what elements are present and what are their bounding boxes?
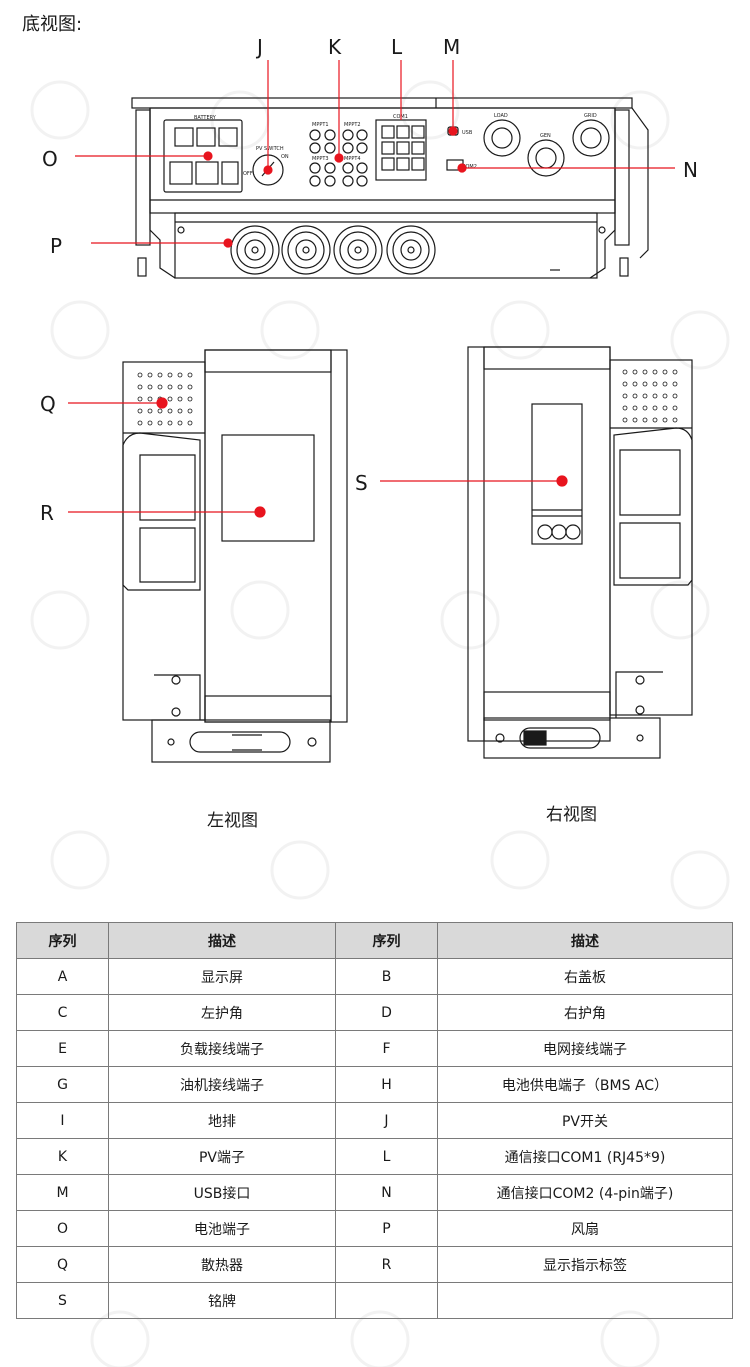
cell-index: S (16, 1282, 109, 1319)
cell-index: Q (16, 1246, 109, 1283)
cell-index: C (16, 994, 109, 1031)
cell-index: E (16, 1030, 109, 1067)
table-header-row: 序列 描述 序列 描述 (16, 922, 733, 959)
pv-switch-label: PV SWITCH (256, 146, 284, 152)
cell-description: 左护角 (108, 994, 336, 1031)
callout-m: M (443, 35, 460, 59)
cell-description: 散热器 (108, 1246, 336, 1283)
table-row: M USB接口 N 通信接口COM2 (4-pin端子) (16, 1174, 733, 1211)
table-row: E 负载接线端子 F 电网接线端子 (16, 1030, 733, 1067)
callout-l: L (391, 35, 403, 59)
component-table: 序列 描述 序列 描述 A 显示屏 B 右盖板 C 左护角 D 右护角 E 负载… (16, 922, 733, 1319)
callout-n: N (683, 158, 698, 182)
callout-q: Q (40, 392, 56, 416)
cell-index: L (335, 1138, 438, 1175)
table-row: O 电池端子 P 风扇 (16, 1210, 733, 1247)
grid-label: GRID (584, 113, 597, 119)
cell-description: USB接口 (108, 1174, 336, 1211)
cell-index: N (335, 1174, 438, 1211)
battery-label: BATTERY (194, 115, 217, 121)
cell-index: K (16, 1138, 109, 1175)
cell-description: 显示指示标签 (437, 1246, 733, 1283)
gen-label: GEN (540, 133, 551, 139)
callout-s: S (355, 471, 368, 495)
cell-index: H (335, 1066, 438, 1103)
cell-index: I (16, 1102, 109, 1139)
table-row: G 油机接线端子 H 电池供电端子（BMS AC） (16, 1066, 733, 1103)
cell-description: 电池供电端子（BMS AC） (437, 1066, 733, 1103)
bottom-view-title: 底视图: (22, 14, 83, 35)
cell-description: 地排 (108, 1102, 336, 1139)
on-label: ON (281, 154, 289, 160)
callout-k: K (328, 35, 342, 59)
mppt3-label: MPPT3 (312, 156, 329, 162)
cell-description: 通信接口COM1 (RJ45*9) (437, 1138, 733, 1175)
cell-description: PV端子 (108, 1138, 336, 1175)
cell-description: 电网接线端子 (437, 1030, 733, 1067)
table-row: K PV端子 L 通信接口COM1 (RJ45*9) (16, 1138, 733, 1175)
com2-label: COM2 (462, 164, 477, 170)
off-label: OFF (243, 171, 253, 177)
cell-index: A (16, 958, 109, 995)
cell-index: F (335, 1030, 438, 1067)
table-row: I 地排 J PV开关 (16, 1102, 733, 1139)
callout-o: O (42, 147, 58, 171)
header-index-2: 序列 (335, 922, 438, 959)
table-row: S 铭牌 (16, 1282, 733, 1319)
bottom-view-diagram: BATTERY PV SWITCH OFF ON MPPT1 MPPT2 MPP… (42, 35, 698, 279)
mppt2-label: MPPT2 (344, 122, 361, 128)
cell-description: 右盖板 (437, 958, 733, 995)
callout-j: J (255, 35, 263, 59)
cell-description (437, 1282, 733, 1319)
cell-index: M (16, 1174, 109, 1211)
cell-index: J (335, 1102, 438, 1139)
table-row: C 左护角 D 右护角 (16, 994, 733, 1031)
callout-r: R (40, 501, 54, 525)
cell-description: 通信接口COM2 (4-pin端子) (437, 1174, 733, 1211)
right-view-caption: 右视图 (546, 805, 597, 825)
cell-index: G (16, 1066, 109, 1103)
side-views-diagram: Q R S (40, 346, 693, 763)
usb-label: USB (462, 130, 473, 136)
header-description-1: 描述 (108, 922, 336, 959)
cell-index: R (335, 1246, 438, 1283)
mppt1-label: MPPT1 (312, 122, 329, 128)
cell-description: 负载接线端子 (108, 1030, 336, 1067)
mppt4-label: MPPT4 (344, 156, 361, 162)
cell-index: D (335, 994, 438, 1031)
header-index-1: 序列 (16, 922, 109, 959)
header-description-2: 描述 (437, 922, 733, 959)
cell-index: P (335, 1210, 438, 1247)
cell-index (335, 1282, 438, 1319)
cell-description: 显示屏 (108, 958, 336, 995)
table-row: Q 散热器 R 显示指示标签 (16, 1246, 733, 1283)
cell-description: PV开关 (437, 1102, 733, 1139)
cell-description: 右护角 (437, 994, 733, 1031)
table-row: A 显示屏 B 右盖板 (16, 958, 733, 995)
cell-index: O (16, 1210, 109, 1247)
left-view-caption: 左视图 (207, 811, 258, 831)
cell-description: 电池端子 (108, 1210, 336, 1247)
cell-description: 铭牌 (108, 1282, 336, 1319)
load-label: LOAD (494, 113, 508, 119)
cell-description: 风扇 (437, 1210, 733, 1247)
callout-p: P (50, 234, 62, 258)
cell-index: B (335, 958, 438, 995)
cell-description: 油机接线端子 (108, 1066, 336, 1103)
